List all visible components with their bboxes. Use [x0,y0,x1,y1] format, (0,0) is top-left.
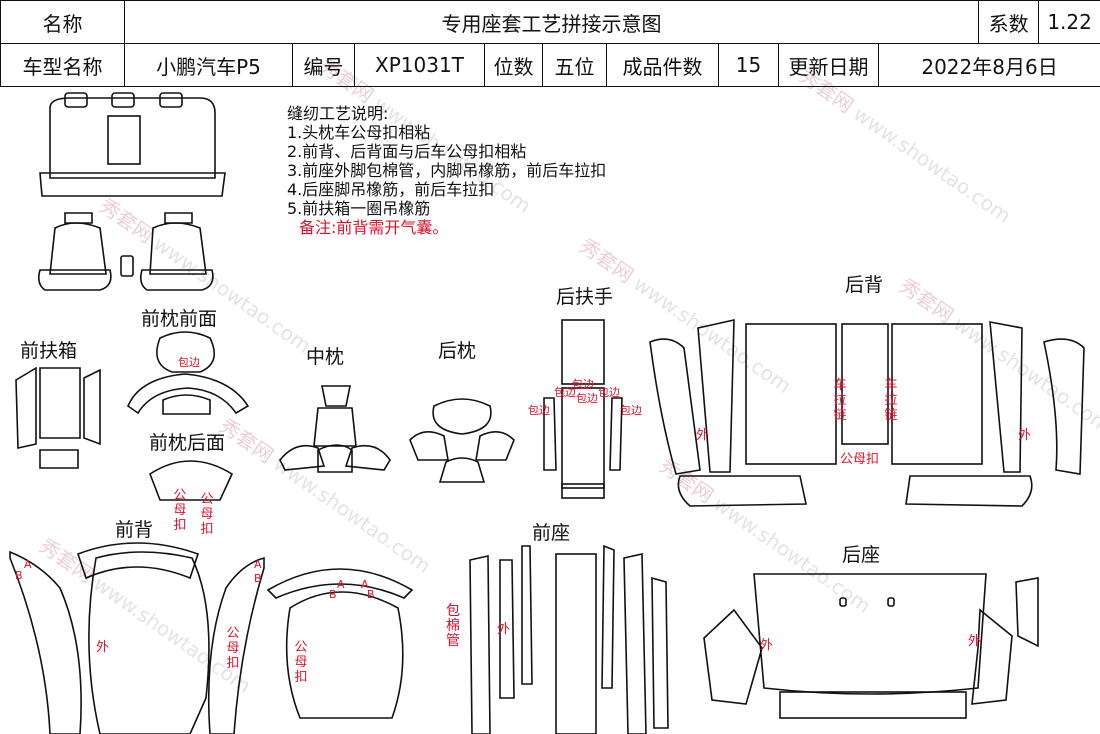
rear-armrest-pieces [543,319,623,499]
mark-a: A [361,578,369,591]
middle-headrest-pieces [279,385,391,473]
section-front-armrest-box: 前扶箱 [20,340,78,362]
snap-note: 公母扣 [226,626,240,671]
mark-a: A [337,578,345,591]
section-front-headrest-front: 前枕前面 [141,308,218,330]
binding-note: 包边 [576,392,598,405]
note-item: 3.前座外脚包棉管，内脚吊橡筋，前后车拉扣 [287,161,607,180]
section-front-seat: 前座 [532,522,571,544]
binding-note: 包边 [178,356,200,369]
pieces-value: 15 [718,43,779,87]
mark-b: B [254,572,262,585]
snap-note: 公母扣 [173,488,187,533]
note-item: 1.头枕车公母扣相粘 [287,123,431,142]
section-rear-back: 后背 [845,274,884,296]
name-label: 名称 [0,0,125,44]
outer-note: 外 [968,634,982,649]
outer-note: 外 [696,428,710,443]
coef-value: 1.22 [1038,0,1100,44]
date-value: 2022年8月6日 [877,43,1100,87]
note-item: 4.后座脚吊橡筋，前后车拉扣 [287,180,495,199]
date-label: 更新日期 [778,43,879,87]
binding-note: 包边 [528,404,550,417]
note-item: 5.前扶箱一圈吊橡筋 [287,199,431,218]
mark-a: A [24,558,32,571]
rear-back-pieces [649,318,1085,507]
section-front-headrest-back: 前枕后面 [149,432,226,454]
outer-note: 外 [760,638,774,653]
front-seat-pieces [266,544,669,734]
outer-note: 外 [96,640,110,655]
header-table: 名称 专用座套工艺拼接示意图 系数 1.22 车型名称 小鹏汽车P5 编号 XP… [0,0,1100,87]
car-overview-icon [38,92,226,291]
outer-note: 外 [497,622,511,637]
model-value: 小鹏汽车P5 [124,43,293,87]
note-item: 2.前背、后背面与后车公母扣相粘 [287,142,527,161]
rear-headrest-pieces [409,398,515,483]
seats-label: 位数 [484,43,543,87]
binding-note: 包边 [620,404,642,417]
mark-b: B [367,588,375,601]
snap-note: 公母扣 [294,640,308,685]
model-label: 车型名称 [0,43,125,87]
coef-label: 系数 [978,0,1040,44]
section-rear-headrest: 后枕 [438,340,477,362]
outer-note: 外 [1018,428,1032,443]
snap-note: 公母扣 [200,492,214,537]
code-value: XP1031T [354,43,485,87]
section-rear-seat: 后座 [842,544,881,566]
pattern-pieces [9,92,1085,734]
zipper-note: 车拉链 [884,378,898,423]
section-rear-armrest: 后扶手 [556,286,614,308]
notes-heading: 缝纫工艺说明: [287,104,389,123]
front-headrest-front-pieces [127,331,250,415]
code-label: 编号 [292,43,355,87]
mark-b: B [15,569,23,582]
binding-note: 包边 [598,386,620,399]
sewing-notes: 缝纫工艺说明: 1.头枕车公母扣相粘 2.前背、后背面与后车公母扣相粘 3.前座… [287,104,606,237]
binding-note: 包边 [572,378,594,391]
seats-value: 五位 [542,43,607,87]
section-middle-headrest: 中枕 [306,346,345,368]
front-armrest-box-pieces [15,366,101,469]
pieces-label: 成品件数 [606,43,719,87]
section-front-back: 前背 [115,519,154,541]
rear-seat-pieces [703,573,1039,719]
front-back-pieces [9,542,265,734]
front-headrest-back-pieces [149,460,234,501]
notes-remark: 备注:前背需开气囊。 [299,218,449,237]
snap-note: 公母扣 [840,452,880,467]
mark-a: A [254,558,262,571]
mark-b: B [329,588,337,601]
binding-note: 包边 [554,386,576,399]
cotton-tube-note: 包棉管 [446,603,460,649]
zipper-note: 车拉链 [833,378,847,423]
page-title: 专用座套工艺拼接示意图 [123,0,980,44]
